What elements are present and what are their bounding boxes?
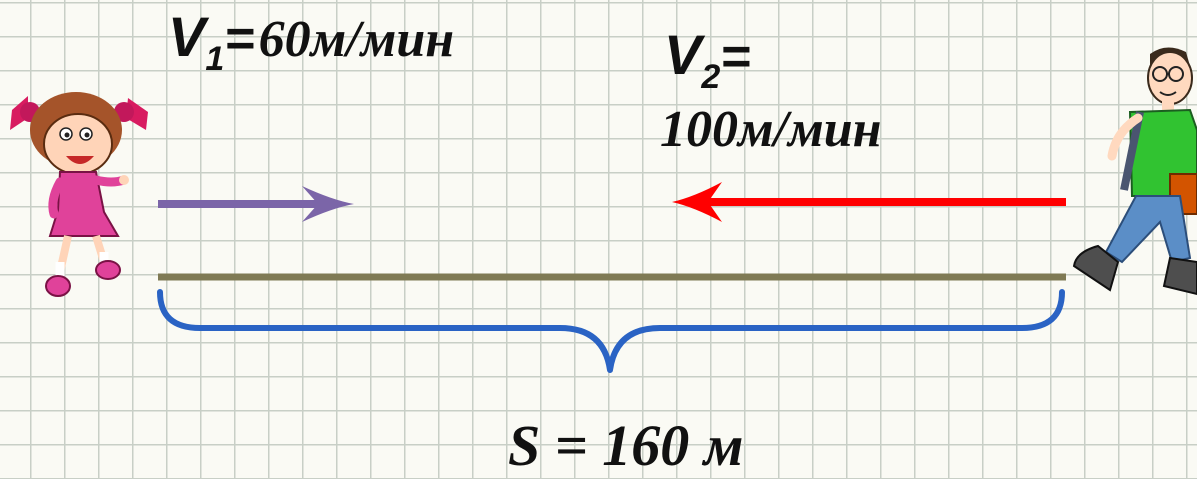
speed-arrow-v1 (158, 186, 354, 222)
v1-symbol: V (168, 5, 206, 68)
v2-subscript: 2 (701, 58, 721, 96)
v1-equals: = (224, 10, 255, 68)
girl-character-icon (10, 92, 148, 297)
v1-value: 60м/мин (258, 11, 455, 68)
v2-equals: = (720, 28, 751, 86)
v1-subscript: 1 (205, 40, 225, 78)
v2-symbol: V (664, 23, 702, 86)
distance-brace (157, 289, 1065, 373)
speed-label-v2: V2= (664, 22, 751, 96)
speed-arrow-v2 (672, 182, 1066, 222)
v2-value: 100м/мин (660, 101, 882, 158)
distance-label: S = 160 м (508, 413, 744, 478)
boy-character-icon (1072, 47, 1197, 296)
speed-label-v1: V1= 60м/мин (168, 4, 455, 78)
